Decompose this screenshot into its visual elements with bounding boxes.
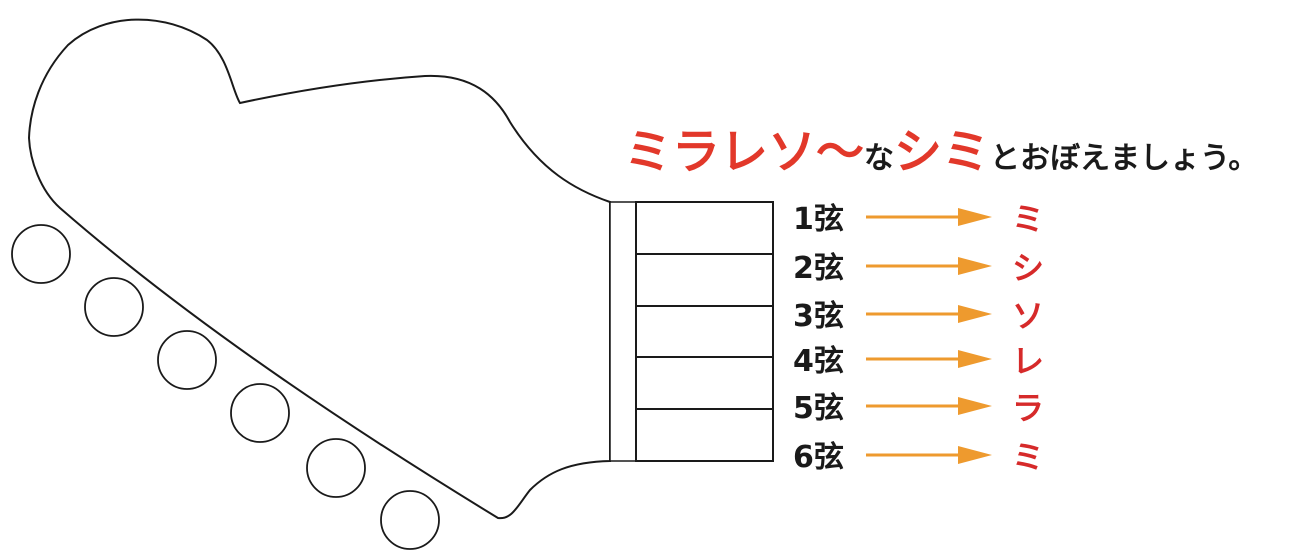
- string-row: 5弦 ラ: [793, 389, 1044, 427]
- nut: [609, 201, 637, 462]
- tuning-peg: [157, 330, 217, 390]
- string-label: 4弦: [793, 344, 844, 379]
- string-label: 3弦: [793, 299, 844, 334]
- string-label: 6弦: [793, 440, 844, 475]
- note-name: ミ: [1012, 438, 1044, 476]
- note-name: レ: [1012, 342, 1044, 380]
- headline: ミラレソ〜なシミとおぼえましょう。: [624, 124, 1258, 180]
- string-row: 1弦 ミ: [793, 200, 1044, 238]
- headline-red-2: シミ: [894, 124, 990, 180]
- headline-red-1: ミラレソ〜: [624, 124, 864, 180]
- arrow-head-icon: [958, 305, 992, 323]
- string-label: 5弦: [793, 391, 844, 426]
- tuning-pegs: [11, 224, 440, 550]
- arrow-head-icon: [958, 208, 992, 226]
- arrow-head-icon: [958, 257, 992, 275]
- note-name: ラ: [1012, 389, 1044, 427]
- arrow-head-icon: [958, 350, 992, 368]
- fretboard: [635, 201, 774, 462]
- string-row: 3弦 ソ: [793, 297, 1044, 335]
- string-row: 4弦 レ: [793, 342, 1044, 380]
- fret-lines: [636, 253, 773, 410]
- note-name: ソ: [1012, 297, 1044, 335]
- headline-black-1: な: [864, 141, 894, 176]
- string-label: 2弦: [793, 251, 844, 286]
- note-name: ミ: [1012, 200, 1044, 238]
- tuning-peg: [84, 277, 144, 337]
- headline-black-2: とおぼえましょう。: [990, 141, 1258, 176]
- string-label: 1弦: [793, 202, 844, 237]
- tuning-peg: [11, 224, 71, 284]
- tuning-peg: [230, 383, 290, 443]
- tuning-peg: [306, 438, 366, 498]
- string-row: 6弦 ミ: [793, 438, 1044, 476]
- arrow-head-icon: [958, 446, 992, 464]
- arrow-head-icon: [958, 397, 992, 415]
- string-row: 2弦 シ: [793, 249, 1044, 287]
- note-name: シ: [1012, 249, 1044, 287]
- string-legend: 1弦ミ2弦シ3弦ソ4弦レ5弦ラ6弦ミ: [793, 200, 1044, 476]
- tuning-peg: [380, 490, 440, 550]
